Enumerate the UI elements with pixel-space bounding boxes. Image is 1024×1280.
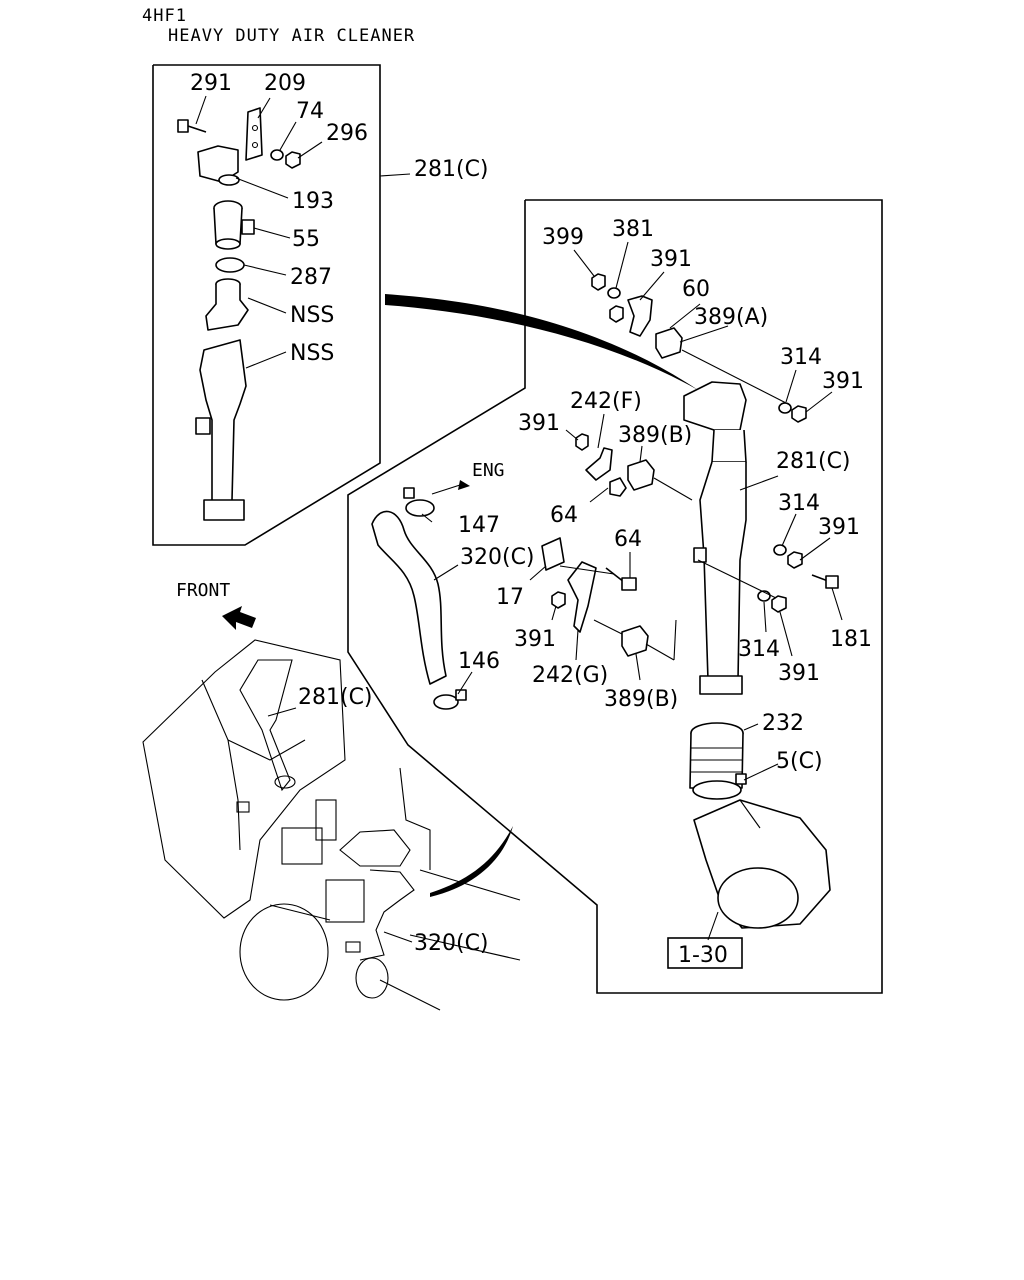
label-381: 381: [612, 217, 654, 242]
diagram-header: 4HF1 HEAVY DUTY AIR CLEANER: [142, 6, 415, 46]
upper-pointer-arrow: [385, 294, 698, 390]
label-314-b: 314: [778, 491, 820, 516]
label-391-b: 391: [822, 369, 864, 394]
label-281c-top: 281(C): [414, 157, 489, 182]
plate-17: [541, 537, 565, 571]
label-281c-right: 281(C): [776, 449, 851, 474]
label-391-e: 391: [514, 627, 556, 652]
boot-232: [689, 722, 744, 789]
label-389a: 389(A): [694, 305, 768, 330]
upper-left-frame: [152, 64, 381, 546]
clamp-5c: [692, 773, 747, 800]
label-391-d: 391: [818, 515, 860, 540]
label-399: 399: [542, 225, 584, 250]
label-296: 296: [326, 121, 368, 146]
clamp-146: [433, 689, 467, 710]
nut-391-top: [609, 305, 624, 323]
washer-314-top: [778, 402, 792, 414]
label-64-upper: 64: [550, 503, 578, 528]
label-232: 232: [762, 711, 804, 736]
mount-389a: [655, 327, 683, 359]
ring-287: [215, 257, 245, 273]
mount-389b-upper: [627, 459, 655, 491]
bracket-60: [627, 295, 653, 337]
adapter-nss: [205, 278, 249, 331]
eng-arrow: [458, 480, 470, 490]
callout-labels: 291 209 74 296 281(C) 193 55 287 NSS NSS…: [176, 71, 872, 968]
label-389b-upper: 389(B): [618, 423, 692, 448]
right-frame: [347, 199, 883, 994]
bolt-181: [811, 574, 839, 589]
label-181: 181: [830, 627, 872, 652]
washer-314-mid: [773, 544, 787, 556]
elbow-193: [197, 145, 240, 186]
label-391-a: 391: [650, 247, 692, 272]
engine-code: 4HF1: [142, 6, 187, 26]
washer-381: [607, 287, 621, 299]
label-389b-lower: 389(B): [604, 687, 678, 712]
nut-391-top-right: [791, 405, 807, 423]
label-60: 60: [682, 277, 710, 302]
front-arrow-icon: [222, 606, 256, 630]
label-314-c: 314: [738, 637, 780, 662]
label-314-a: 314: [780, 345, 822, 370]
label-5c: 5(C): [776, 749, 823, 774]
bolt-64-lower: [605, 567, 637, 591]
label-nss-2: NSS: [290, 341, 334, 366]
label-147: 147: [458, 513, 500, 538]
bolt-291: [177, 119, 207, 133]
nut-391-lower-left: [551, 591, 566, 609]
washer-74: [270, 149, 284, 161]
nut-399: [591, 273, 606, 291]
bracket-242g: [567, 561, 597, 633]
engine-sketch: [269, 767, 521, 1011]
nut-391-left: [575, 433, 589, 451]
lower-pointer-arrow: [430, 826, 513, 897]
label-291: 291: [190, 71, 232, 96]
label-320c-bottom: 320(C): [414, 931, 489, 956]
label-64-lower: 64: [614, 527, 642, 552]
label-74: 74: [296, 99, 324, 124]
label-55: 55: [292, 227, 320, 252]
duct-nss: [195, 339, 247, 521]
air-cleaner-1-30: [693, 799, 831, 929]
label-242f: 242(F): [570, 389, 642, 414]
label-320c-mid: 320(C): [460, 545, 535, 570]
label-391-c: 391: [518, 411, 560, 436]
label-281c-left: 281(C): [298, 685, 373, 710]
label-209: 209: [264, 71, 306, 96]
label-146: 146: [458, 649, 500, 674]
truck-cab-sketch: [142, 639, 346, 919]
hose-320c: [371, 510, 447, 685]
label-front: FRONT: [176, 580, 230, 601]
label-17: 17: [496, 585, 524, 610]
diagram-title: HEAVY DUTY AIR CLEANER: [168, 26, 416, 46]
label-391-f: 391: [778, 661, 820, 686]
bracket-209: [245, 107, 263, 161]
tube-55: [213, 200, 255, 250]
nut-391-low: [771, 595, 787, 613]
nut-391-mid: [787, 551, 803, 569]
wheel-sketch: [239, 903, 329, 1001]
nut-296: [285, 151, 301, 169]
reference-box: [667, 937, 743, 969]
label-nss-1: NSS: [290, 303, 334, 328]
bolt-64-upper: [609, 477, 627, 497]
label-242g: 242(G): [532, 663, 608, 688]
label-eng: ENG: [472, 460, 505, 481]
label-287: 287: [290, 265, 332, 290]
mount-389b-lower: [621, 625, 649, 657]
clamp-147: [403, 487, 435, 517]
label-ref-1-30: 1-30: [678, 943, 728, 968]
duct-281c: [683, 381, 747, 695]
bracket-242f: [585, 447, 613, 481]
label-193: 193: [292, 189, 334, 214]
